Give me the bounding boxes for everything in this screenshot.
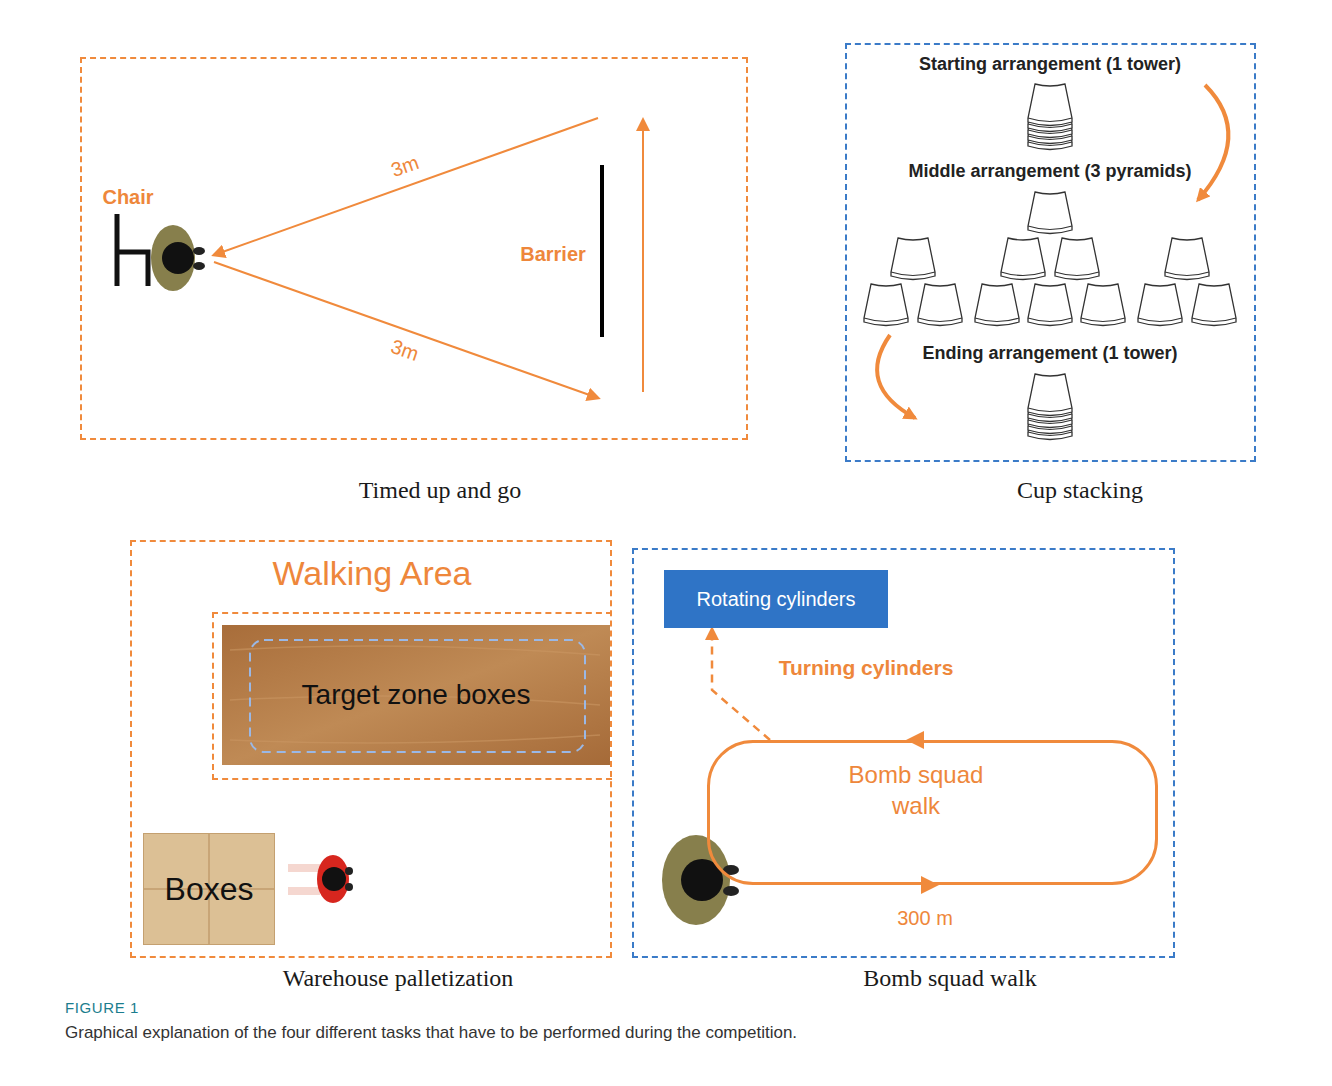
person-head [322,867,346,891]
walk-arrow [214,118,598,255]
cup [1165,238,1209,280]
cup [1138,284,1182,326]
step-label: Middle arrangement (3 pyramids) [908,161,1191,183]
person-hand [345,867,353,875]
loop-arrow-head [921,876,939,894]
person-hand [723,886,739,896]
person-body [151,225,195,291]
walk-arrow [642,120,644,392]
person-top-view [662,835,739,925]
cup [1028,284,1072,326]
zone-label: Target zone boxes [302,678,531,712]
cup [1028,90,1072,132]
worker-top-view [288,855,353,903]
person-top-view [151,225,205,291]
panel-caption: Bomb squad walk [863,964,1036,993]
motion-trail [288,864,320,872]
step-label: Starting arrangement (1 tower) [919,54,1181,76]
loop-label: Bomb squad walk [841,759,991,821]
cup [1192,284,1236,326]
chair-icon [117,214,148,286]
barrier-line [600,165,604,337]
task-panel: Timed up and go [80,57,748,440]
step-arrow [877,335,915,418]
person-head [681,859,723,901]
cup [1028,102,1072,144]
target-outline [250,640,585,752]
cup [1081,284,1125,326]
cup [864,284,908,326]
cup [918,284,962,326]
walk-arrow [214,262,598,398]
cup [1028,108,1072,150]
person-head [162,242,194,274]
cup [1001,238,1045,280]
dimension-label: 300 m [897,906,953,930]
cup [1028,380,1072,422]
target-zone: Target zone boxes [212,612,612,780]
person-hand [345,883,353,891]
cup [1028,386,1072,428]
station-box: Rotating cylinders [664,570,888,628]
motion-trail [288,887,320,895]
person-body [317,855,349,903]
figure-caption: Graphical explanation of the four differ… [65,1023,797,1043]
part-label: Barrier [520,242,586,266]
cup [975,284,1019,326]
wood-table [222,625,610,765]
cup [1028,84,1072,126]
wood-grain [230,646,600,743]
connector-arrow [712,628,770,740]
figure-number: FIGURE 1 [65,999,139,1017]
step-arrow [1198,85,1228,200]
box-stack: Boxes [143,833,275,945]
walking-area: Target zone boxesBoxesWalking AreaWareho… [130,540,612,958]
edge-label: Turning cylinders [779,655,954,680]
cup [1028,374,1072,416]
panel-caption: Warehouse palletization [283,964,514,993]
task-panel: Cup stacking [845,43,1256,462]
cup [891,238,935,280]
cup [1055,238,1099,280]
person-body [662,835,730,925]
panel-caption: Cup stacking [1017,476,1143,505]
cup [1028,192,1072,234]
cup [1028,398,1072,440]
person-hand [723,865,739,875]
area-title: Walking Area [272,553,471,594]
panel-caption: Timed up and go [359,476,521,505]
step-label: Ending arrangement (1 tower) [922,343,1177,365]
box-label: Boxes [165,870,254,908]
dimension-label: 3m [388,150,422,182]
cup [1028,96,1072,138]
person-hand [193,262,205,270]
dimension-label: 3m [388,334,422,366]
task-panel: Rotating cylindersBomb squad walkBomb sq… [632,548,1175,958]
walk-loop: Bomb squad walk [707,740,1158,885]
part-label: Chair [102,185,153,209]
person-hand [193,247,205,255]
station-label: Rotating cylinders [697,587,856,611]
cup [1028,392,1072,434]
